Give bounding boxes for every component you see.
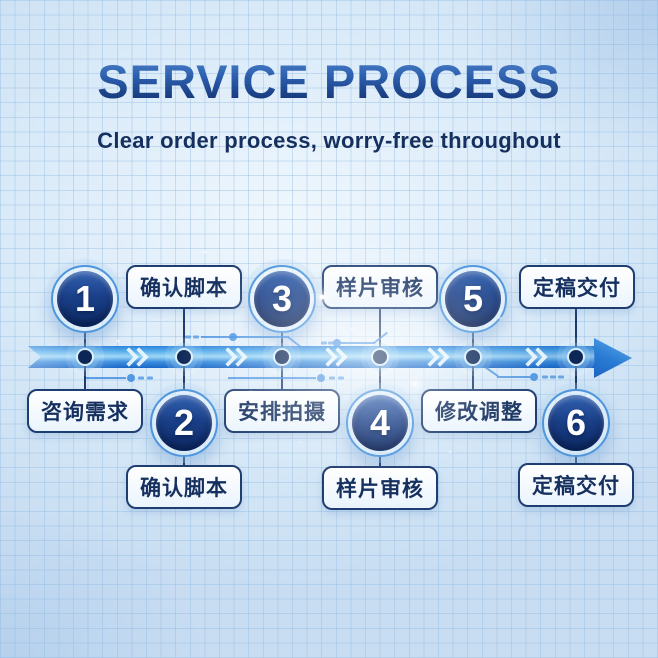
circuit-decoration	[185, 335, 191, 339]
circuit-decoration	[329, 376, 335, 380]
step-disc: 2	[156, 395, 212, 451]
step-disc: 3	[254, 271, 310, 327]
step-label-final-delivery-top: 定稿交付	[519, 265, 635, 309]
circuit-decoration	[317, 374, 325, 382]
sparkle	[586, 394, 590, 398]
circuit-decoration	[229, 333, 237, 341]
circuit-decoration	[147, 376, 153, 380]
step-number: 5	[462, 278, 484, 319]
page-title: SERVICE PROCESS	[0, 58, 658, 105]
step-label-arrange-shoot: 安排拍摄	[224, 389, 340, 433]
connector-stem	[84, 331, 86, 347]
circuit-decoration	[530, 373, 538, 381]
step-circle-3: 3	[248, 265, 316, 333]
circuit-decoration	[341, 342, 375, 344]
sparkle	[619, 299, 621, 301]
connector-stem	[379, 304, 381, 347]
sparkle	[350, 327, 354, 331]
step-disc: 4	[352, 395, 408, 451]
connector-stem	[281, 331, 283, 347]
connector-stem	[379, 366, 381, 390]
connector-stem	[575, 304, 577, 347]
connector-stem	[183, 304, 185, 347]
step-disc: 6	[548, 395, 604, 451]
step-circle-5: 5	[439, 265, 507, 333]
circuit-decoration	[542, 375, 548, 379]
step-label-confirm-script-top: 确认脚本	[126, 265, 242, 309]
sparkle	[203, 250, 207, 254]
circuit-decoration	[333, 339, 341, 347]
step-circle-6: 6	[542, 389, 610, 457]
sparkle	[91, 249, 93, 251]
step-disc: 5	[445, 271, 501, 327]
step-label-final-delivery-bottom: 定稿交付	[518, 463, 634, 507]
step-number: 1	[74, 278, 96, 319]
step-disc: 1	[57, 271, 113, 327]
sparkle	[249, 390, 253, 394]
circuit-decoration	[558, 375, 564, 379]
timeline-node	[177, 350, 191, 364]
timeline-node	[466, 350, 480, 364]
step-number: 6	[565, 402, 587, 443]
step-circle-1: 1	[51, 265, 119, 333]
sparkle	[116, 339, 120, 343]
connector-stem	[472, 331, 474, 347]
circuit-decoration	[127, 374, 135, 382]
circuit-decoration	[321, 341, 327, 345]
sparkle	[159, 319, 161, 321]
timeline-node	[78, 350, 92, 364]
circuit-decoration	[228, 377, 316, 379]
step-label-sample-review-top: 样片审核	[322, 265, 438, 309]
step-label-sample-review-bottom: 样片审核	[322, 466, 438, 510]
sparkle	[448, 450, 452, 454]
step-label-consult-needs: 咨询需求	[27, 389, 143, 433]
step-label-revise-adjust: 修改调整	[421, 389, 537, 433]
circuit-decoration	[338, 376, 344, 380]
step-circle-4: 4	[346, 389, 414, 457]
sparkle	[299, 441, 301, 443]
timeline-node	[373, 350, 387, 364]
circuit-decoration	[497, 376, 530, 378]
connector-stem	[575, 366, 577, 390]
sparkle	[319, 294, 325, 300]
timeline-node	[569, 350, 583, 364]
step-number: 3	[271, 278, 293, 319]
sparkle	[543, 258, 547, 262]
step-number: 4	[369, 402, 391, 443]
circuit-decoration	[138, 376, 144, 380]
page-subtitle: Clear order process, worry-free througho…	[97, 128, 561, 153]
arrow-head-icon	[594, 338, 632, 378]
timeline-node	[275, 350, 289, 364]
step-number: 2	[173, 402, 195, 443]
step-circle-2: 2	[150, 389, 218, 457]
circuit-decoration	[193, 335, 199, 339]
connector-stem	[183, 366, 185, 390]
circuit-decoration	[550, 375, 556, 379]
circuit-decoration	[201, 336, 289, 338]
sparkle	[413, 382, 417, 386]
circuit-decoration	[86, 377, 126, 379]
step-label-confirm-script-bottom: 确认脚本	[126, 465, 242, 509]
sparkle	[498, 316, 502, 320]
